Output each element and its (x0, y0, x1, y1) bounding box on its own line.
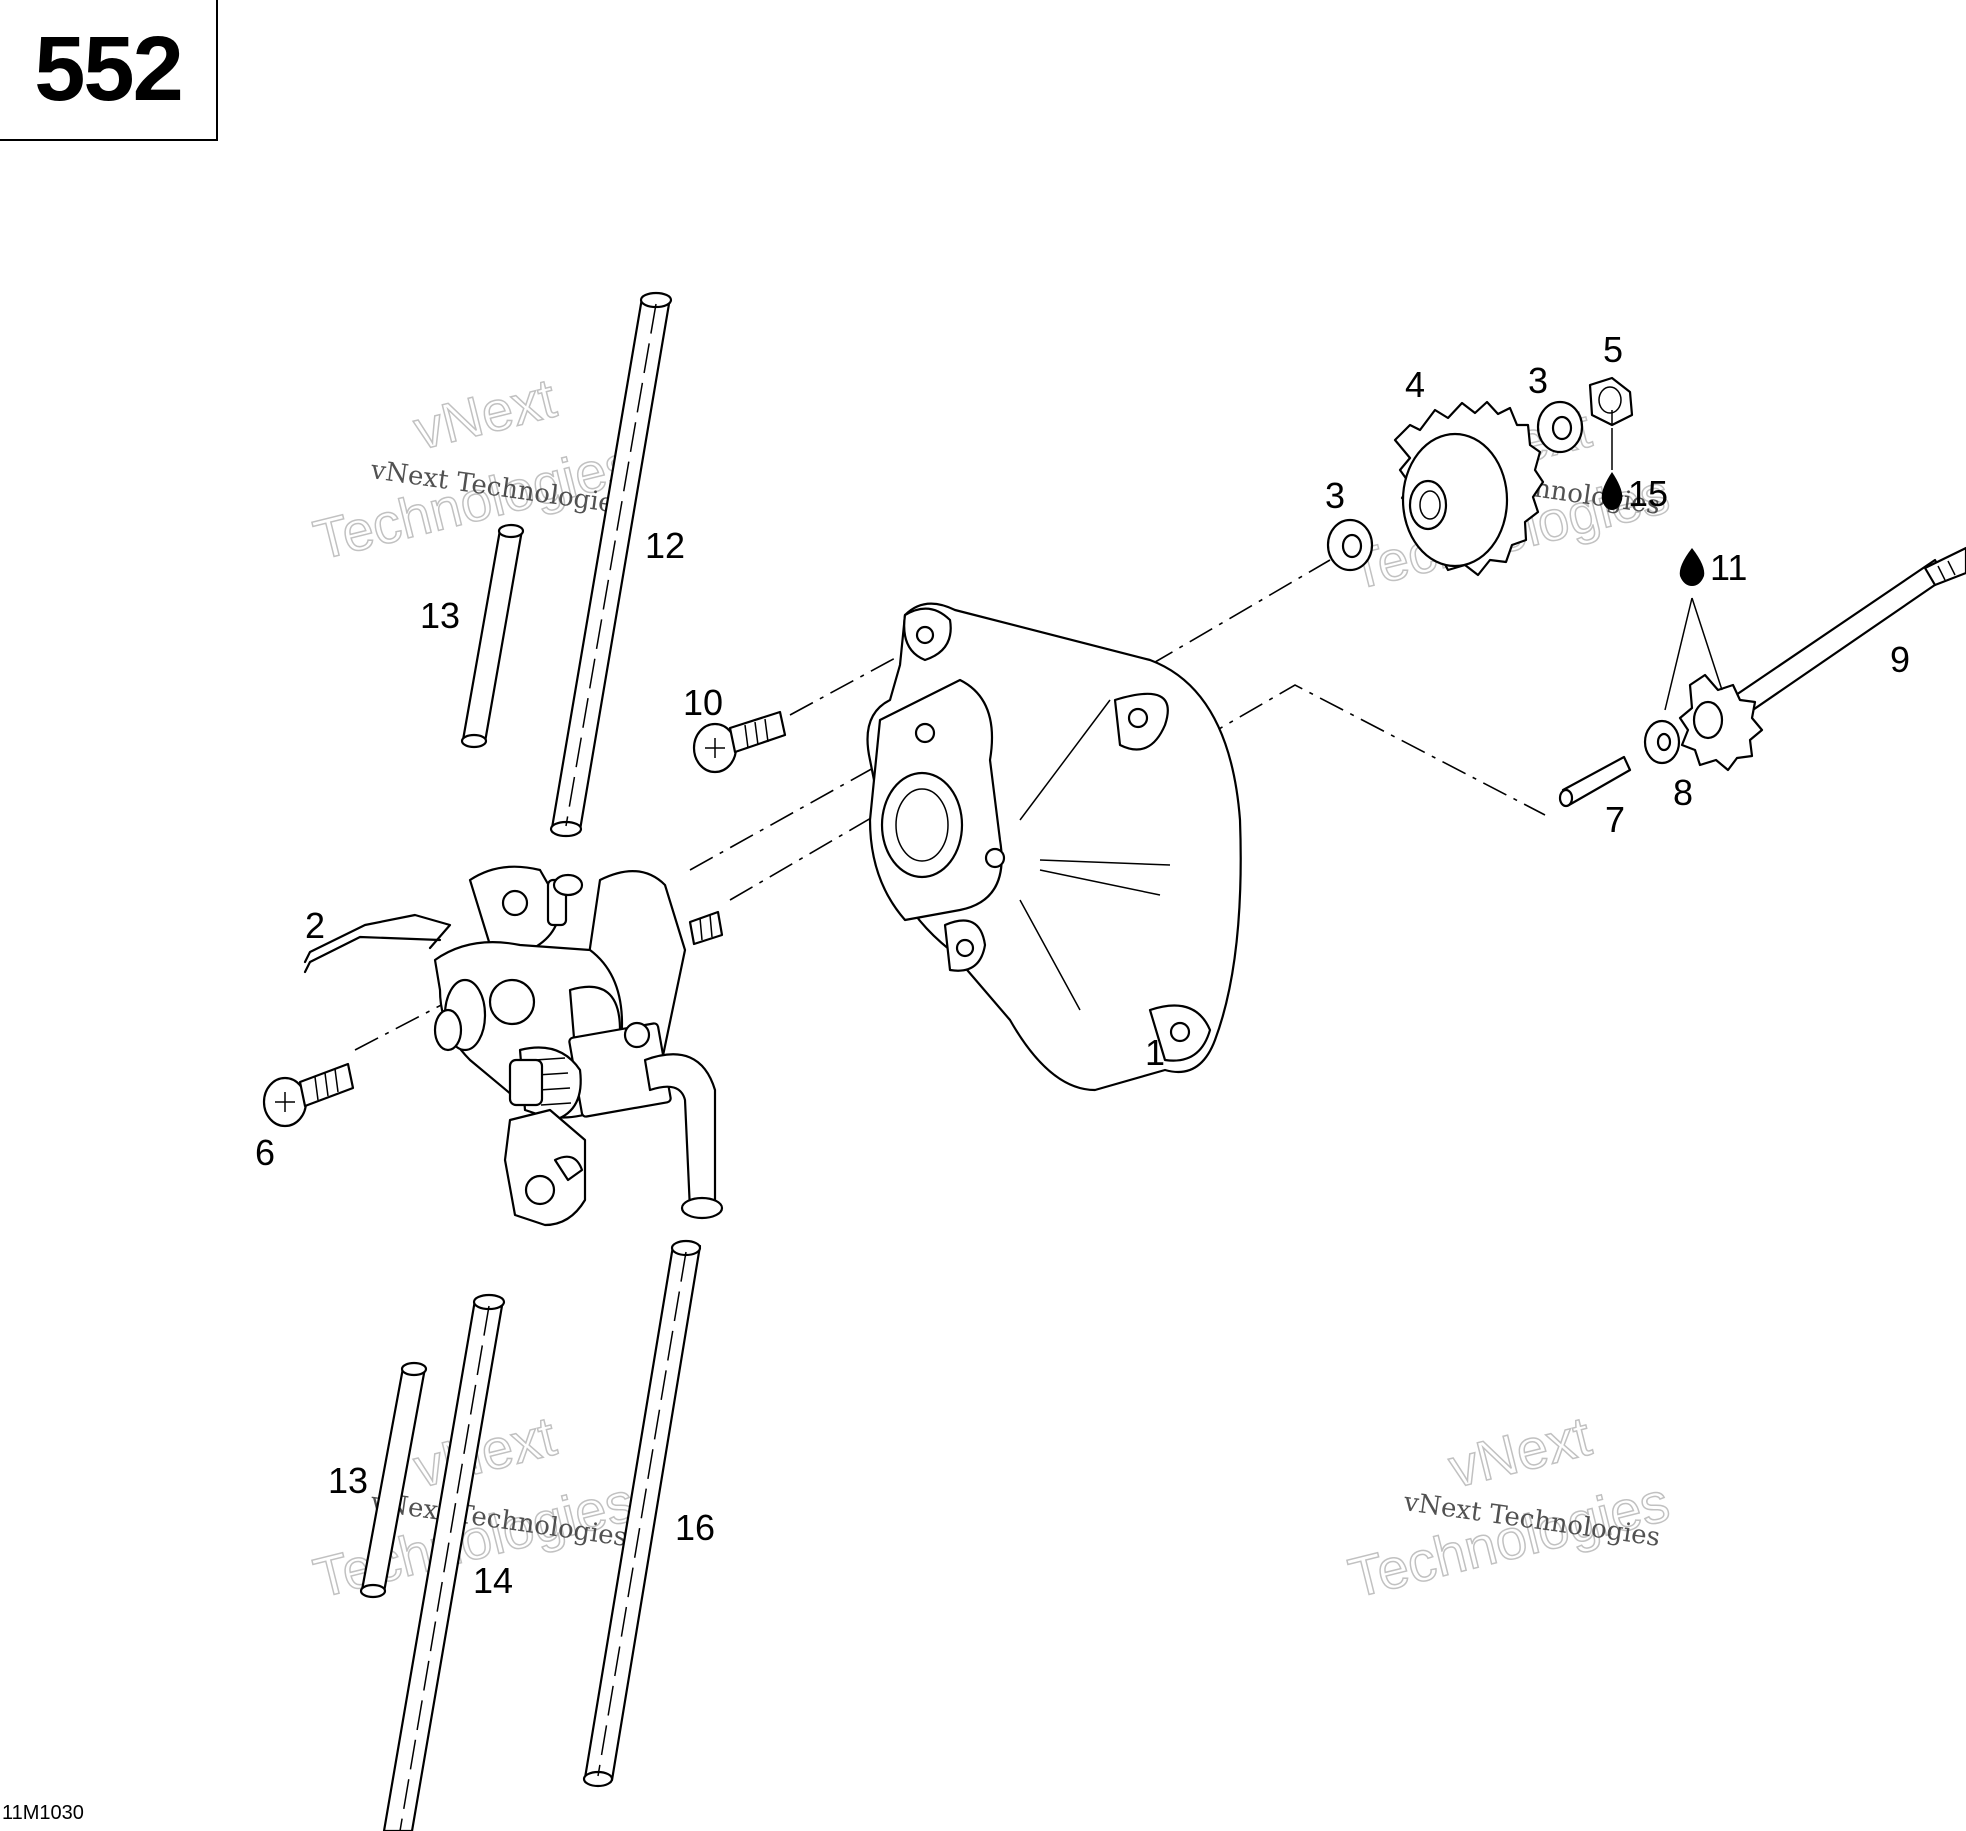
callout-15: 15 (1628, 473, 1668, 514)
callout-6: 6 (255, 1132, 275, 1173)
watermark-top-left: vNext Technologies vNext Technologies (307, 365, 641, 572)
callout-11: 11 (1710, 547, 1747, 588)
hose-16 (582, 1239, 702, 1788)
callout-8: 8 (1673, 772, 1693, 813)
washer-8 (1643, 719, 1681, 765)
callouts: 1 2 3 3 4 5 6 7 8 9 10 11 12 13 13 14 15… (255, 329, 1910, 1601)
leader-cover-to-pin (1199, 684, 1546, 816)
page-number-box: 552 (0, 0, 218, 141)
watermark-big-top: vNext (408, 1404, 563, 1500)
callout-9: 9 (1890, 639, 1910, 680)
callout-5: 5 (1603, 329, 1623, 370)
hose-14 (382, 1293, 506, 1831)
washer-3b (1536, 400, 1584, 454)
oil-drop-icon (1679, 548, 1705, 586)
pin-7 (1558, 755, 1632, 808)
watermark-bottom-right: vNext Technologies vNext Technologies (1342, 1403, 1676, 1610)
callout-1: 1 (1145, 1032, 1165, 1073)
screw-10 (692, 710, 787, 774)
pump-cover-1 (866, 602, 1242, 1092)
callout-12: 12 (645, 525, 685, 566)
oil-pump-body-2 (303, 865, 724, 1227)
callout-7: 7 (1605, 799, 1625, 840)
gear-4 (1393, 400, 1545, 577)
callout-16: 16 (675, 1507, 715, 1548)
nut-5 (1588, 376, 1634, 427)
shaft-9 (1678, 546, 1966, 772)
screw-6 (262, 1062, 355, 1128)
lubrication-pointer-lines (1611, 428, 1723, 711)
tube-13-top (460, 523, 525, 749)
callout-4: 4 (1405, 364, 1425, 405)
callout-3a: 3 (1325, 475, 1345, 516)
tube-13-bottom (359, 1361, 428, 1599)
drawing-code: 11M1030 (2, 1802, 84, 1824)
callout-2: 2 (305, 905, 325, 946)
callout-10: 10 (683, 682, 723, 723)
leader-screw10-to-cover (789, 649, 911, 716)
callout-3b: 3 (1528, 360, 1548, 401)
hose-12 (549, 291, 673, 838)
page-number: 552 (34, 18, 183, 120)
callout-14: 14 (473, 1560, 513, 1601)
callout-13a: 13 (420, 595, 460, 636)
watermark-big-top: vNext (408, 366, 563, 462)
callout-13b: 13 (328, 1460, 368, 1501)
leader-cover-to-washer (1149, 559, 1331, 666)
watermark-big-top: vNext (1443, 1404, 1598, 1500)
washer-3a (1326, 518, 1374, 572)
oil-drop-icon (1601, 472, 1623, 510)
